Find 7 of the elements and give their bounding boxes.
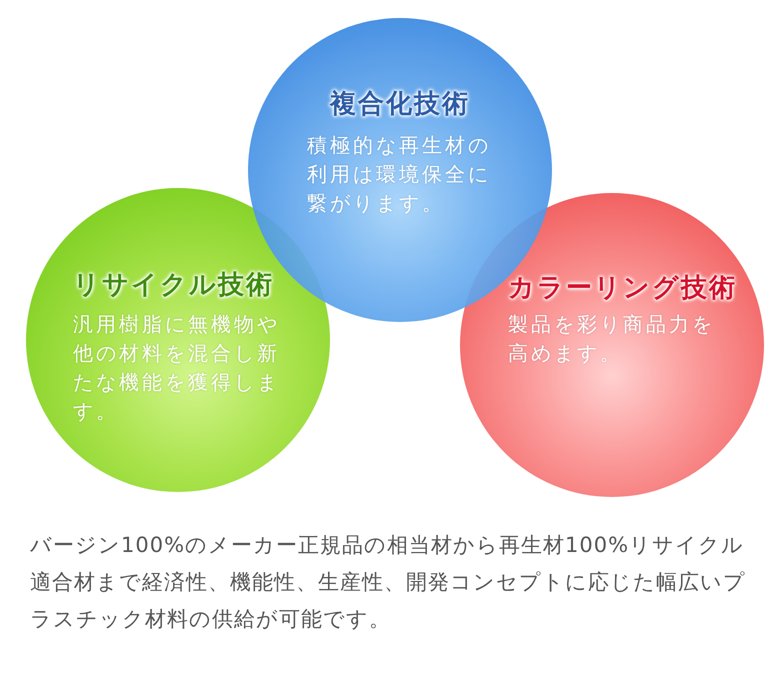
circle-description: 製品を彩り商品力を高めます。 <box>508 311 716 367</box>
caption-text: バージン100%のメーカー正規品の相当材から再生材100%リサイクル適合材まで経済性、機能性、生産性、開発コンセプトに応じた幅広いプラスチック材料の供給が可能です。 <box>30 532 747 633</box>
circle-heading: リサイクル技術 <box>73 269 274 301</box>
circle-heading: カラーリング技術 <box>508 272 737 304</box>
circle-description: 汎用樹脂に無機物や他の材料を混合し新たな機能を獲得します。 <box>73 311 281 425</box>
circle-description: 積極的な再生材の利用は環境保全に繋がります。 <box>307 132 492 217</box>
circle-heading: 複合化技術 <box>328 88 471 120</box>
